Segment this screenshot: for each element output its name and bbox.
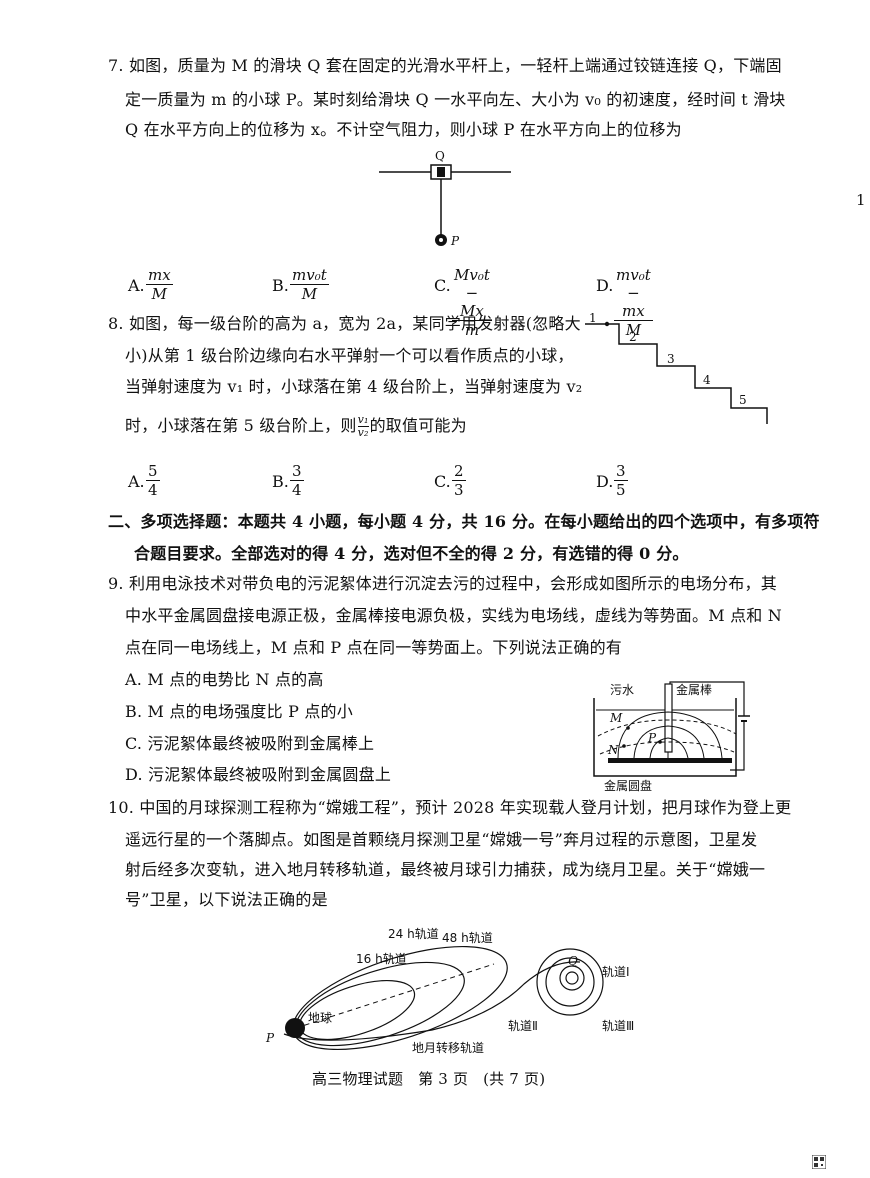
- q8-text-line3: 当弹射速度为 v₁ 时，小球落在第 4 级台阶上，当弹射速度为 v₂: [125, 377, 583, 396]
- label-orbit-I: 轨道Ⅰ: [602, 965, 630, 979]
- label-disk: 金属圆盘: [604, 778, 652, 793]
- q8-line4-post: 的取值可能为: [369, 416, 467, 435]
- q8-text-line1: 8. 如图，每一级台阶的高为 a，宽为 2a，某同学用发射器(忽略大: [108, 314, 581, 333]
- q9-text-line3: 点在同一电场线上，M 点和 P 点在同一等势面上。下列说法正确的有: [125, 638, 623, 657]
- q9-option-a[interactable]: A. M 点的电势比 N 点的高: [125, 670, 324, 689]
- q7-text-line2: 定一质量为 m 的小球 P。某时刻给滑块 Q 一水平向左、大小为 v₀ 的初速度…: [125, 90, 786, 109]
- field-line-outer: [617, 711, 723, 759]
- launcher-point: [604, 321, 610, 327]
- moon: [565, 971, 579, 985]
- step-label-4: 4: [703, 373, 711, 387]
- label-transfer-orbit: 地月转移轨道: [412, 1040, 484, 1055]
- q9-option-b[interactable]: B. M 点的电场强度比 P 点的小: [125, 702, 353, 721]
- label-16h-orbit: 16 h轨道: [356, 952, 407, 966]
- option-letter: B.: [272, 276, 289, 295]
- q8-line4-pre: 时，小球落在第 5 级台阶上，则: [125, 416, 357, 435]
- option-letter: C.: [434, 276, 451, 295]
- label-orbit-III: 轨道Ⅲ: [602, 1019, 634, 1033]
- q7-slider-pendulum-figure: Q P: [379, 149, 511, 248]
- staircase-outline: [585, 323, 768, 424]
- orbit-II: [545, 957, 595, 1007]
- label-p: P: [450, 234, 460, 248]
- q10-text-line2: 遥远行星的一个落脚点。如图是首颗绕月探测卫星“嫦娥一号”奔月过程的示意图，卫星发: [125, 830, 758, 849]
- option-letter: D.: [596, 472, 614, 491]
- q10-text-line3: 射后经多次变轨，进入地月转移轨道，最终被月球引力捕获，成为绕月卫星。关于“嫦娥一: [125, 860, 766, 879]
- circuit-wire-bottom: [730, 721, 745, 771]
- option-letter: D.: [596, 276, 614, 295]
- step-label-5: 5: [739, 393, 747, 407]
- section2-heading-line2: 合题目要求。全部选对的得 4 分，选对但不全的得 2 分，有选错的得 0 分。: [134, 544, 689, 563]
- point-n: [622, 744, 626, 748]
- label-48h-orbit: 48 h轨道: [442, 931, 493, 945]
- step-label-1: 1: [589, 312, 597, 325]
- q10-text-line1: 10. 中国的月球探测工程称为“嫦娥工程”，预计 2028 年实现载人登月计划，…: [108, 798, 792, 817]
- transfer-orbit: [283, 961, 581, 1041]
- metal-disk: [608, 758, 732, 763]
- option-letter: A.: [128, 276, 145, 295]
- label-n: N: [607, 743, 619, 757]
- q10-lunar-transfer-figure: 16 h轨道 24 h轨道 48 h轨道 地球 P Q 轨道Ⅰ 轨道Ⅱ 轨道Ⅲ …: [265, 927, 634, 1055]
- q9-option-c[interactable]: C. 污泥絮体最终被吸附到金属棒上: [125, 734, 375, 753]
- orbit-III: [536, 948, 604, 1016]
- q7-text-line3: Q 在水平方向上的位移为 x。不计空气阻力，则小球 P 在水平方向上的位移为: [125, 120, 682, 139]
- major-axis-line: [295, 963, 495, 1029]
- point-p: [658, 740, 662, 744]
- q8-text-line2: 小)从第 1 级台阶边缘向右水平弹射一个可以看作质点的小球，: [125, 346, 574, 365]
- q9-electrophoresis-figure: M N P 污水 金属棒 金属圆盘: [593, 681, 750, 793]
- option-letter: C.: [434, 472, 451, 491]
- option-letter: B.: [272, 472, 289, 491]
- label-p: P: [265, 1031, 275, 1045]
- equipotential-upper: [597, 719, 737, 737]
- q9-text-line1: 9. 利用电泳技术对带负电的污泥絮体进行沉淀去污的过程中，会形成如图所示的电场分…: [108, 574, 777, 593]
- q8-staircase-figure: 1 2 3 4 5: [585, 312, 768, 424]
- label-orbit-II: 轨道Ⅱ: [508, 1019, 538, 1033]
- q9-option-d[interactable]: D. 污泥絮体最终被吸附到金属圆盘上: [125, 765, 392, 784]
- qr-code-icon: [811, 1154, 827, 1170]
- field-line-middle: [633, 725, 705, 759]
- label-q: Q: [568, 954, 578, 968]
- label-rod: 金属棒: [676, 682, 712, 697]
- earth: [285, 1018, 305, 1038]
- label-water: 污水: [610, 683, 634, 697]
- label-q: Q: [435, 149, 445, 163]
- q9-text-line2: 中水平金属圆盘接电源正极，金属棒接电源负极，实线为电场线，虚线为等势面。M 点和…: [125, 606, 782, 625]
- margin-number: 1: [856, 191, 866, 209]
- label-24h-orbit: 24 h轨道: [388, 927, 439, 941]
- option-letter: A.: [128, 472, 145, 491]
- point-m: [626, 726, 630, 730]
- q7-text-line1: 7. 如图，质量为 M 的滑块 Q 套在固定的光滑水平杆上，一轻杆上端通过铰链连…: [108, 56, 782, 75]
- label-p: P: [647, 731, 657, 745]
- slider-hinge: [437, 167, 445, 177]
- equipotential-lower: [599, 741, 735, 755]
- label-earth: 地球: [308, 1011, 332, 1025]
- step-label-3: 3: [667, 352, 675, 366]
- section2-heading-line1: 二、多项选择题：本题共 4 小题，每小题 4 分，共 16 分。在每小题给出的四…: [108, 512, 820, 531]
- page-footer: 高三物理试题 第 3 页 (共 7 页): [312, 1070, 546, 1088]
- water-tank: [593, 698, 737, 777]
- label-m: M: [609, 711, 623, 725]
- field-line-inner: [649, 737, 689, 759]
- q10-text-line4: 号”卫星，以下说法正确的是: [125, 890, 328, 909]
- orbit-I: [559, 965, 585, 991]
- step-label-2: 2: [629, 330, 637, 344]
